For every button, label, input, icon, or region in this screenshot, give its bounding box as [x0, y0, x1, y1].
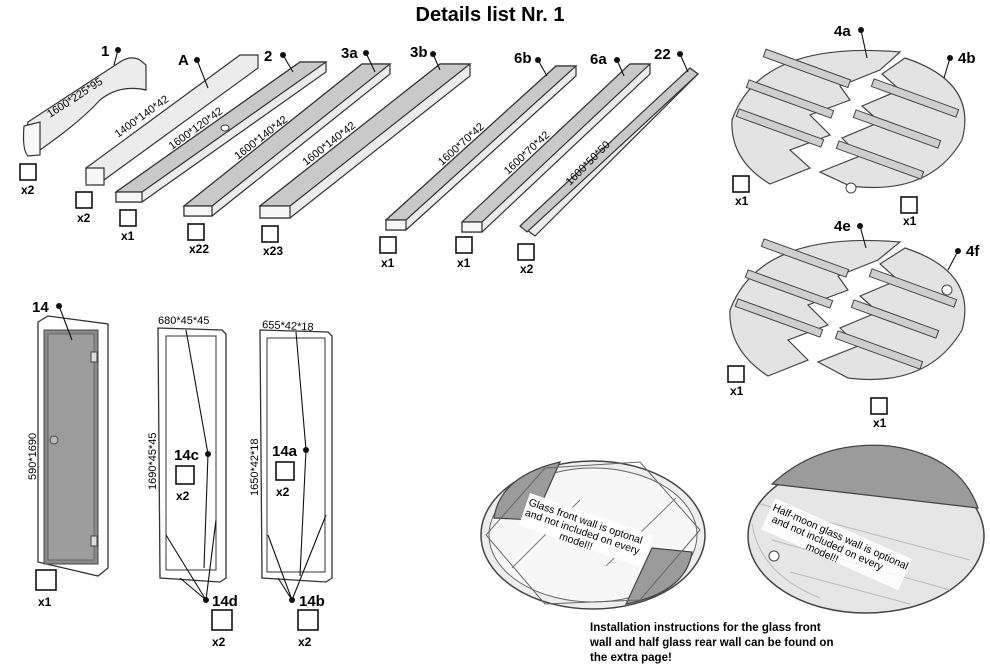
footer-line-1: Installation instructions for the glass …: [590, 622, 821, 634]
part-4b-checkbox[interactable]: [900, 196, 918, 214]
part-22-label: 22: [654, 46, 671, 63]
part-22-checkbox[interactable]: [517, 243, 535, 261]
part-3a-label: 3a: [341, 45, 358, 62]
glass-front-wall-illustration: Glass front wall is optonal and not incl…: [480, 460, 706, 610]
installation-note: Installation instructions for the glass …: [589, 622, 833, 664]
part-4a-label: 4a: [834, 23, 851, 40]
part-14a-dim-top: 655*42*18: [262, 319, 314, 334]
part-4f-checkbox[interactable]: [870, 397, 888, 415]
part-6b-checkbox[interactable]: [379, 236, 397, 254]
part-6a-checkbox[interactable]: [455, 236, 473, 254]
part-4b-label: 4b: [958, 50, 976, 67]
part-2-label: 2: [264, 48, 272, 65]
part-14d-label: 14d: [212, 593, 238, 610]
part-14c-checkbox[interactable]: [175, 465, 195, 485]
part-6a-board: 1600*70*42 6a x1: [455, 51, 652, 270]
part-14-dim: 590*1690: [27, 433, 39, 480]
part-14a-checkbox[interactable]: [275, 461, 295, 481]
part-6b-qty: x1: [381, 256, 395, 270]
part-14b-label: 14b: [299, 593, 325, 610]
part-3a-qty: x23: [263, 244, 283, 258]
part-3a-board: 3a x23: [258, 45, 472, 258]
part-14c-dim-top: 680*45*45: [158, 315, 209, 327]
part-14d-checkbox[interactable]: [211, 609, 233, 631]
part-4a-4b-floor: 4a 4b x1 x1: [731, 23, 976, 228]
part-22-qty: x2: [520, 262, 534, 276]
part-2b-board: 1600*140*42 x22: [182, 63, 392, 256]
part-A-qty: x2: [77, 211, 91, 225]
part-4e-label: 4e: [834, 218, 851, 235]
part-6a-label: 6a: [590, 51, 607, 68]
part-14b-qty: x2: [298, 635, 312, 649]
part-4a-qty: x1: [735, 194, 749, 208]
part-14b-checkbox[interactable]: [297, 609, 319, 631]
part-4a-checkbox[interactable]: [732, 175, 750, 193]
part-A-checkbox[interactable]: [75, 191, 93, 209]
part-6a-qty: x1: [457, 256, 471, 270]
part-14c-qty: x2: [176, 489, 190, 503]
part-4b-qty: x1: [903, 214, 917, 228]
part-14-glass-door: 590*1690 14 x1: [27, 299, 109, 609]
footer-line-3: the extra page!: [590, 652, 672, 664]
part-2b-checkbox[interactable]: [187, 223, 205, 241]
page-title: Details list Nr. 1: [416, 4, 565, 26]
part-4e-qty: x1: [730, 384, 744, 398]
part-1-label: 1: [101, 43, 109, 60]
part-3a-checkbox[interactable]: [261, 225, 279, 243]
part-14-checkbox[interactable]: [35, 569, 57, 591]
part-14a-dim-side: 1650*42*18: [249, 438, 261, 496]
part-4f-label: 4f: [966, 243, 980, 260]
part-4e-4f-floor: 4e 4f x1 x1: [727, 218, 980, 430]
part-2b-qty: x22: [189, 242, 209, 256]
part-14c-14d-frame: 680*45*45 1690*45*45 14c x2 14d x2: [147, 315, 238, 649]
part-3b-label: 3b: [410, 44, 428, 61]
part-6b-label: 6b: [514, 50, 532, 67]
part-14d-qty: x2: [212, 635, 226, 649]
part-14-qty: x1: [38, 595, 52, 609]
part-1-checkbox[interactable]: [19, 163, 37, 181]
part-1-qty: x2: [21, 183, 35, 197]
part-4e-checkbox[interactable]: [727, 365, 745, 383]
part-A-label: A: [178, 52, 189, 69]
part-14-label: 14: [32, 299, 49, 316]
part-2-checkbox[interactable]: [119, 209, 137, 227]
part-14c-label: 14c: [174, 447, 199, 464]
part-14a-qty: x2: [276, 485, 290, 499]
part-14a-label: 14a: [272, 443, 298, 460]
part-4f-qty: x1: [873, 416, 887, 430]
part-2-qty: x1: [121, 229, 135, 243]
half-moon-glass-wall-illustration: Half-moon glass wall is optional and not…: [747, 444, 985, 614]
footer-line-2: wall and half glass rear wall can be fou…: [589, 637, 833, 649]
part-14c-dim-side: 1690*45*45: [147, 432, 159, 490]
part-14a-14b-frame: 655*42*18 1650*42*18 14a x2 14b x2: [249, 319, 333, 649]
